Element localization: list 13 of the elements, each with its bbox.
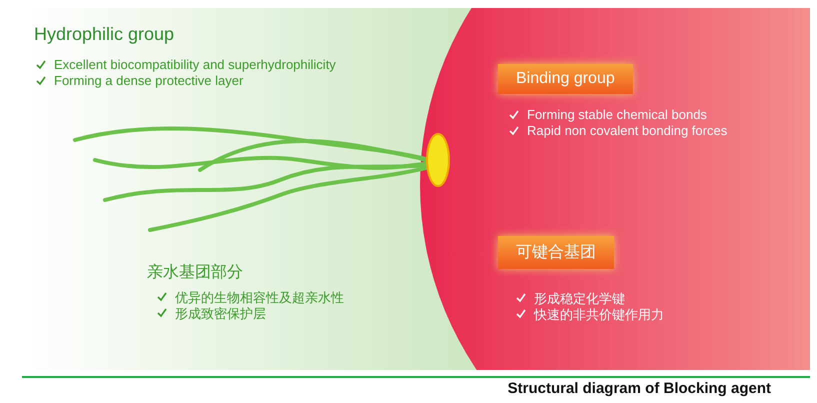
bullet-text: 形成致密保护层 — [175, 305, 266, 323]
section-heading: Hydrophilic group — [34, 24, 174, 45]
heading-box: Binding group — [498, 64, 633, 94]
heading-box: 可键合基团 — [498, 236, 614, 269]
caption: Structural diagram of Blocking agent — [508, 380, 771, 397]
section-heading: 亲水基团部分 — [147, 262, 243, 283]
bullet-text: 形成稳定化学键 — [534, 290, 625, 308]
bullet-text: Rapid non covalent bonding forces — [527, 123, 728, 138]
bullet-text: Forming stable chemical bonds — [527, 107, 707, 122]
bullet-text: Excellent biocompatibility and superhydrophilicity — [54, 57, 336, 72]
bullet-text: 快速的非共价键作用力 — [534, 306, 664, 324]
bullet-text: 优异的生物相容性及超亲水性 — [175, 289, 344, 307]
bullet-text: Forming a dense protective layer — [54, 73, 244, 88]
